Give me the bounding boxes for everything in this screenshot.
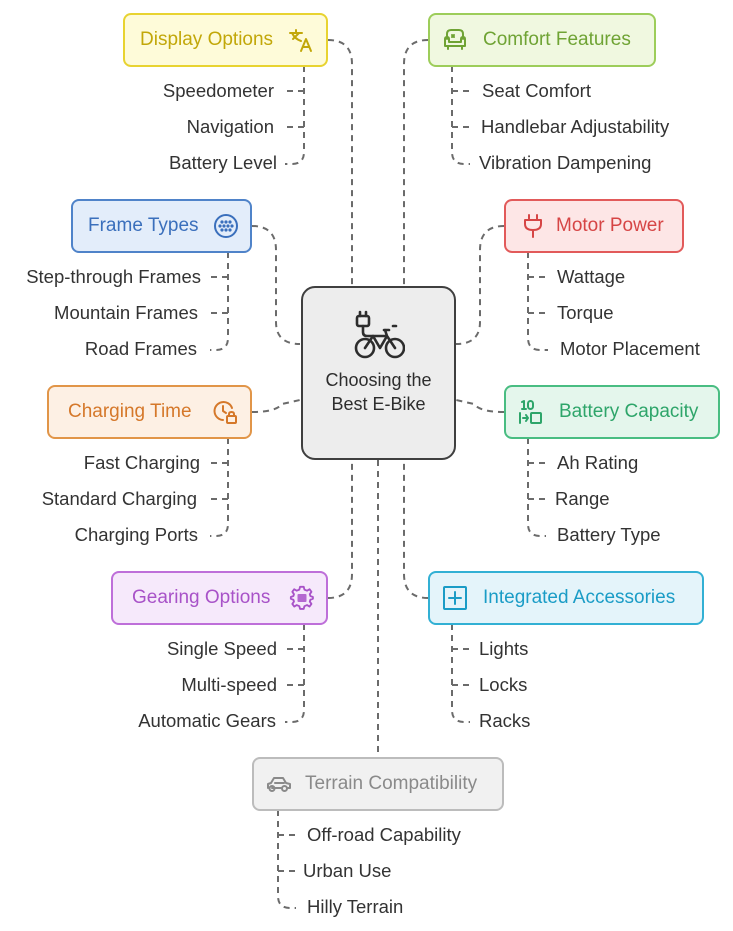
translate-icon [288,27,314,53]
connector-frame-items [210,252,229,351]
list-item: Seat Comfort [482,80,591,101]
list-item: Step-through Frames [26,266,201,287]
connector-motor-items [527,252,548,351]
branch-label: Battery Capacity [559,401,699,422]
list-item: Single Speed [166,638,277,659]
connector-comfort-items [451,66,470,165]
clock-lock-icon [212,399,238,425]
branch-motor-power[interactable]: Motor Power [504,199,684,253]
list-item: Road Frames [84,338,197,359]
branch-gearing-options[interactable]: Gearing Options [111,571,328,625]
branch-terrain-compatibility[interactable]: Terrain Compatibility [252,757,504,811]
list-item: Motor Placement [560,338,700,359]
list-item: Racks [479,710,531,731]
connector-gearing-items [285,624,305,723]
list-item: Battery Type [557,524,661,545]
list-item: Battery Level [169,152,277,173]
armchair-icon [442,27,468,53]
branch-label: Frame Types [88,215,199,236]
list-item: Locks [479,674,528,695]
list-item: Speedometer [162,80,274,101]
connector-terrain-items [277,810,296,909]
branch-label: Motor Power [556,215,664,236]
gear-icon [289,585,315,611]
list-item: Torque [557,302,614,323]
list-item: Wattage [557,266,626,287]
plug-icon [520,213,546,239]
branch-label: Integrated Accessories [483,587,676,608]
plus-square-icon [442,585,468,611]
list-item: Vibration Dampening [479,152,652,173]
list-item: Hilly Terrain [307,896,404,917]
list-item: Range [555,488,610,509]
branch-display-options[interactable]: Display Options [123,13,328,67]
branch-integrated-accessories[interactable]: Integrated Accessories [428,571,704,625]
connector-charging-items [210,438,229,537]
connector-accessories-items [451,624,470,723]
connector-battery-capacity [455,399,505,413]
list-item: Mountain Frames [54,302,198,323]
list-item: Lights [479,638,529,659]
list-item: Multi-speed [181,674,277,695]
center-title: Choosing the Best E-Bike [325,370,432,414]
branch-label: Gearing Options [132,587,271,608]
connector-display-options [327,39,353,286]
list-item: Handlebar Adjustability [481,116,670,137]
connector-integrated-accessories [403,460,429,599]
branch-comfort-features[interactable]: Comfort Features [428,13,656,67]
branch-label: Display Options [140,29,274,50]
connector-display-items [285,66,305,165]
list-item: Fast Charging [83,452,200,473]
branch-label: Comfort Features [483,29,631,50]
branch-charging-time[interactable]: Charging Time [47,385,252,439]
list-item: Off-road Capability [307,824,461,845]
connector-frame-types [251,225,301,345]
branch-label: Charging Time [68,401,192,422]
grid-circle-icon [213,213,239,239]
list-item: Navigation [186,116,274,137]
connector-comfort-features [403,39,429,286]
connector-charging-time [251,399,301,413]
branch-label: Terrain Compatibility [305,773,478,794]
branch-frame-types[interactable]: Frame Types [71,199,252,253]
electric-bike-icon [353,310,406,362]
connector-battery-items [527,438,546,537]
list-item: Standard Charging [41,488,197,509]
list-item: Charging Ports [74,524,198,545]
car-icon [266,771,292,797]
list-item: Urban Use [303,860,392,881]
center-topic[interactable]: Choosing the Best E-Bike [301,286,456,460]
list-item: Ah Rating [557,452,639,473]
connector-motor-power [455,225,505,345]
battery-number-icon [518,399,544,425]
branch-battery-capacity[interactable]: Battery Capacity [504,385,720,439]
connector-gearing-options [327,460,353,599]
list-item: Automatic Gears [138,710,276,731]
